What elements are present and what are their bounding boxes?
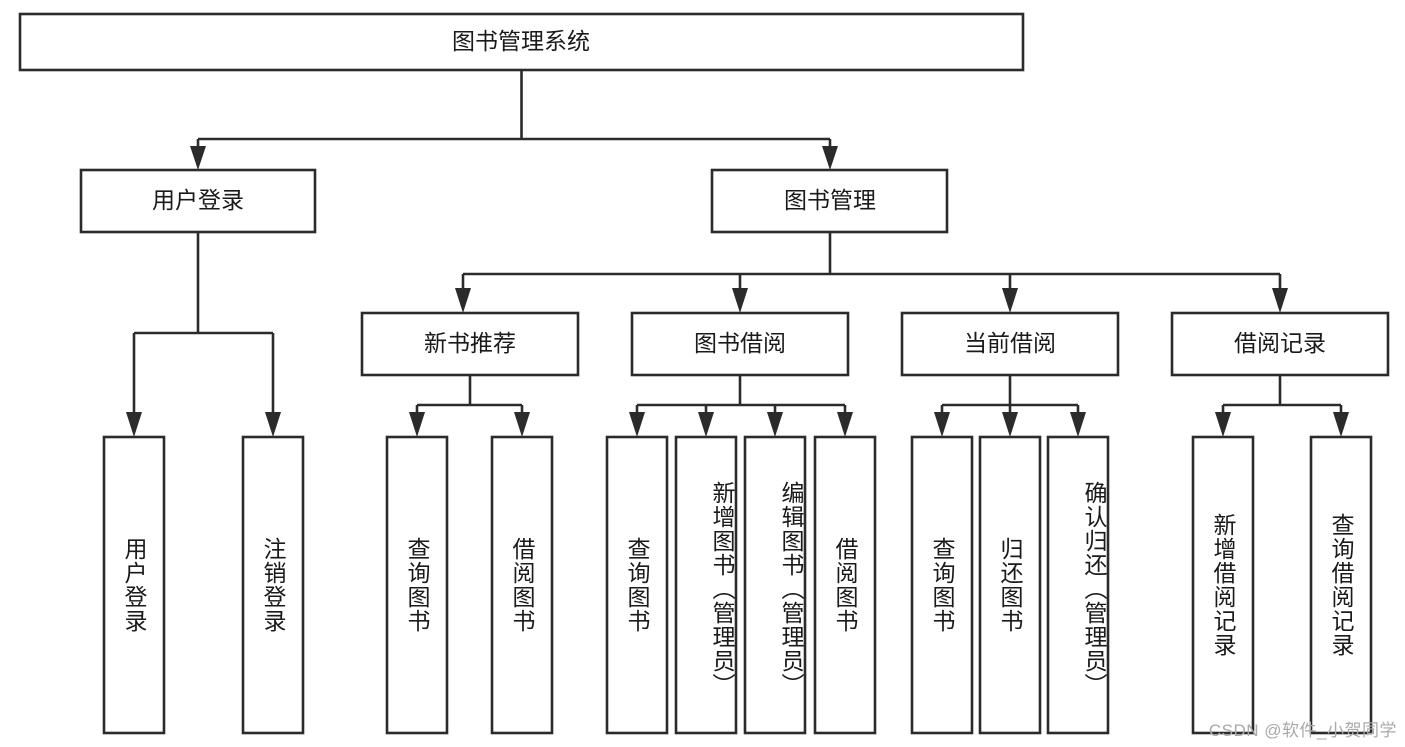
arrow-new-book-leaf2 (514, 412, 530, 437)
node-box-book-borrow[interactable] (630, 311, 850, 377)
node-box-leaf-query-book-2[interactable] (605, 435, 669, 735)
arrow-current-borrow-leaf1 (934, 412, 950, 437)
node-label-user-login: 用户登录 (152, 187, 244, 213)
arrow-bm-to-book-borrow (732, 288, 748, 313)
node-box-leaf-user-login[interactable] (102, 435, 166, 735)
node-box-borrow-record[interactable] (1170, 311, 1390, 377)
node-box-leaf-add-book[interactable] (674, 435, 738, 735)
node-box-system-title[interactable] (18, 12, 1025, 72)
node-box-user-login[interactable] (79, 168, 317, 234)
node-label-book-borrow: 图书借阅 (694, 330, 786, 356)
arrow-root-to-book-management (822, 146, 838, 170)
arrow-book-borrow-leaf3 (767, 412, 783, 437)
node-box-leaf-borrow-book-1[interactable] (490, 435, 554, 735)
arrow-borrow-record-leaf2 (1333, 412, 1349, 437)
arrow-bm-to-borrow-record (1272, 288, 1288, 313)
node-box-new-book-recommend[interactable] (360, 311, 580, 377)
node-label-book-management: 图书管理 (784, 187, 876, 213)
node-label-current-borrow: 当前借阅 (964, 330, 1056, 356)
node-label-system-title: 图书管理系统 (452, 28, 590, 54)
node-box-leaf-query-book-1[interactable] (385, 435, 449, 735)
connectors-layer (126, 70, 1349, 437)
node-box-leaf-add-record[interactable] (1191, 435, 1255, 735)
node-box-current-borrow[interactable] (900, 311, 1120, 377)
arrow-user-login-leaf1 (126, 412, 142, 437)
node-box-leaf-return-book[interactable] (978, 435, 1042, 735)
node-label-borrow-record: 借阅记录 (1234, 330, 1326, 356)
node-box-leaf-logout-login[interactable] (241, 435, 305, 735)
arrow-book-borrow-leaf1 (629, 412, 645, 437)
arrow-book-borrow-leaf4 (837, 412, 853, 437)
node-box-leaf-edit-book[interactable] (743, 435, 807, 735)
node-box-book-management[interactable] (710, 168, 949, 234)
arrow-root-to-user-login (190, 146, 206, 170)
node-box-leaf-query-book-3[interactable] (910, 435, 974, 735)
nodes-layer: 图书管理系统 用户登录 图书管理 新书推荐 图书借阅 当前借阅 借阅记录 (18, 12, 1390, 735)
arrow-new-book-leaf1 (409, 412, 425, 437)
arrow-user-login-leaf2 (265, 412, 281, 437)
node-label-new-book-recommend: 新书推荐 (424, 330, 516, 356)
node-box-leaf-borrow-book-2[interactable] (813, 435, 877, 735)
arrow-bm-to-new-book (455, 288, 471, 313)
arrow-current-borrow-leaf3 (1070, 412, 1086, 437)
arrow-bm-to-current-borrow (1002, 288, 1018, 313)
watermark-text: CSDN @软件_小贺同学 (1208, 721, 1397, 740)
node-box-leaf-query-record[interactable] (1309, 435, 1373, 735)
arrow-current-borrow-leaf2 (1002, 412, 1018, 437)
arrow-borrow-record-leaf1 (1215, 412, 1231, 437)
arrow-book-borrow-leaf2 (698, 412, 714, 437)
node-box-leaf-confirm-return[interactable] (1046, 435, 1110, 735)
